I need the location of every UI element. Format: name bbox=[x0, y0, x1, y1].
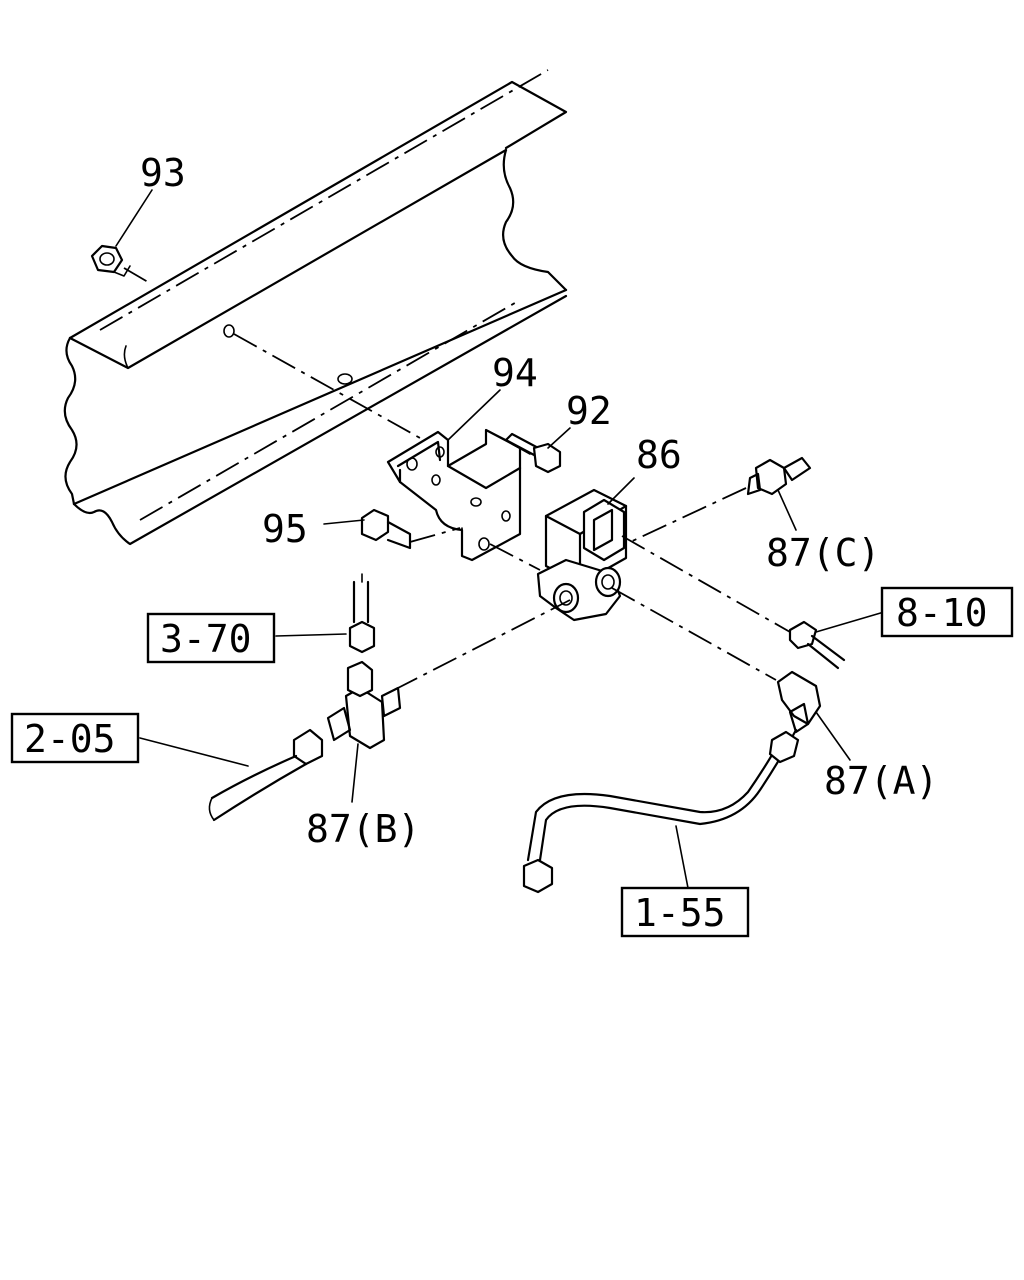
frame-rail bbox=[63, 69, 568, 546]
fitting-87b bbox=[139, 573, 571, 822]
ref-8-10-label: 8-10 bbox=[896, 591, 988, 635]
ref-3-70-label: 3-70 bbox=[160, 617, 252, 661]
label-94: 94 bbox=[492, 351, 538, 395]
label-86: 86 bbox=[636, 433, 682, 477]
connector-8-10 bbox=[621, 535, 885, 670]
bolt-92 bbox=[485, 427, 571, 474]
label-92: 92 bbox=[566, 389, 612, 433]
ref-box-8-10[interactable]: 8-10 bbox=[880, 586, 1014, 638]
nut-93 bbox=[90, 189, 153, 283]
ref-1-55-label: 1-55 bbox=[634, 891, 726, 935]
ref-box-3-70[interactable]: 3-70 bbox=[146, 612, 276, 664]
label-87b: 87(B) bbox=[306, 807, 420, 851]
label-87c: 87(C) bbox=[766, 531, 880, 575]
label-95: 95 bbox=[262, 507, 308, 551]
label-87a: 87(A) bbox=[824, 759, 938, 803]
centerline-frame-bracket bbox=[233, 333, 421, 439]
ref-box-1-55[interactable]: 1-55 bbox=[620, 886, 750, 938]
ref-2-05-label: 2-05 bbox=[24, 717, 116, 761]
bracket-94 bbox=[386, 389, 522, 562]
solenoid-valve-86 bbox=[489, 477, 635, 622]
ref-box-2-05[interactable]: 2-05 bbox=[10, 712, 140, 764]
label-93: 93 bbox=[140, 151, 186, 195]
fitting-87c bbox=[625, 456, 812, 545]
fitting-87a bbox=[522, 587, 851, 894]
bolt-95 bbox=[323, 508, 461, 550]
